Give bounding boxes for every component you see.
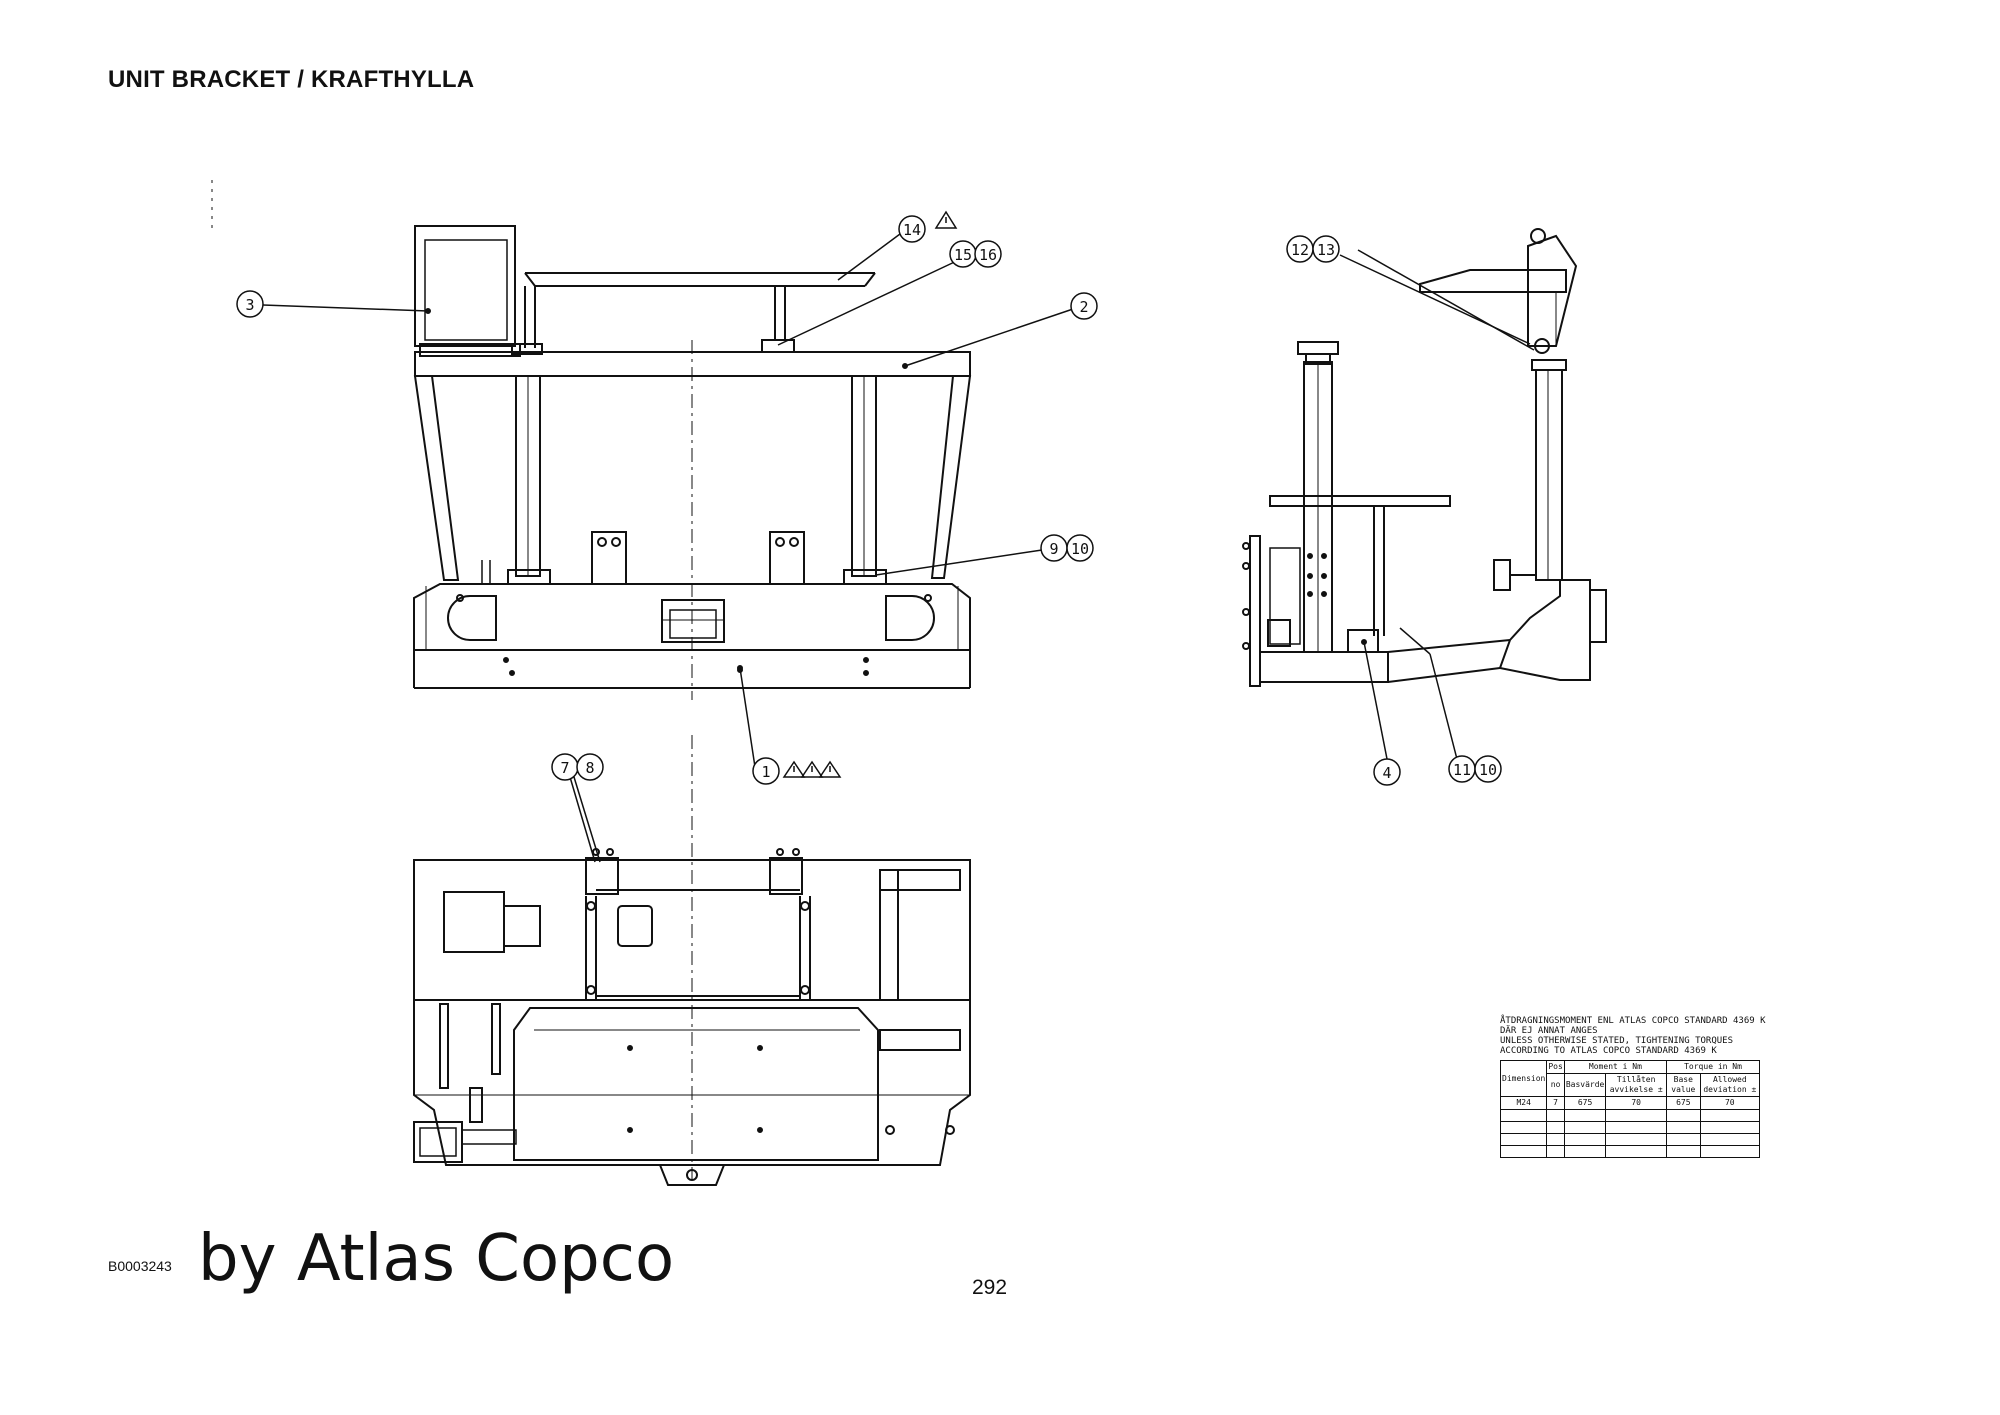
torque-note-sv-1: ÅTDRAGNINGSMOMENT ENL ATLAS COPCO STANDA… (1500, 1016, 1766, 1026)
torque-note-en-2: ACCORDING TO ATLAS COPCO STANDARD 4369 K (1500, 1046, 1717, 1056)
table-cell: 7 (1546, 1096, 1565, 1110)
callout-14: 14 (903, 221, 921, 239)
callout-12: 12 (1291, 241, 1309, 259)
header-dimension: Dimension (1499, 1060, 1548, 1097)
torque-note-en-1: UNLESS OTHERWISE STATED, TIGHTENING TORQ… (1500, 1036, 1733, 1046)
callout-11: 11 (1453, 761, 1471, 779)
callout-3: 3 (245, 296, 254, 314)
page-number: 292 (972, 1276, 1008, 1299)
callout-10-front: 10 (1071, 540, 1089, 558)
document-number: B0003243 (108, 1258, 172, 1274)
table-cell: 70 (1699, 1096, 1761, 1110)
table-cell: 70 (1605, 1096, 1668, 1110)
table-cell: 675 (1563, 1096, 1607, 1110)
warning-triangle-icon (818, 760, 842, 778)
table-row: M24 7 675 70 675 70 (1499, 1096, 1761, 1110)
torque-note-sv-2: DÄR EJ ANNAT ANGES (1500, 1026, 1598, 1036)
header-base-value: Base value (1666, 1073, 1701, 1097)
callout-15: 15 (954, 246, 972, 264)
warning-triangle-icon (782, 760, 806, 778)
warning-triangle-icon (800, 760, 824, 778)
callout-16: 16 (979, 246, 997, 264)
torque-table: Dimension Pos Moment i Nm Torque in Nm n… (1499, 1060, 1761, 1158)
table-cell: M24 (1499, 1096, 1548, 1110)
callout-7: 7 (560, 759, 569, 777)
callout-13: 13 (1317, 241, 1335, 259)
table-row (1499, 1145, 1761, 1158)
header-moment: Moment i Nm (1563, 1060, 1668, 1074)
callout-8: 8 (585, 759, 594, 777)
brand-text: by Atlas Copco (198, 1222, 675, 1296)
table-row (1499, 1121, 1761, 1134)
torque-specification: ÅTDRAGNINGSMOMENT ENL ATLAS COPCO STANDA… (1499, 1016, 1766, 1158)
callout-2: 2 (1079, 298, 1088, 316)
header-pos-no: no (1546, 1073, 1565, 1097)
callout-10-side: 10 (1479, 761, 1497, 779)
callout-1: 1 (761, 763, 770, 781)
callout-9: 9 (1049, 540, 1058, 558)
table-row (1499, 1133, 1761, 1146)
header-torque: Torque in Nm (1666, 1060, 1760, 1074)
header-allowed-deviation: Allowed deviation ± (1699, 1073, 1761, 1097)
page-title: UNIT BRACKET / KRAFTHYLLA (108, 66, 475, 93)
table-row (1499, 1109, 1761, 1122)
warning-triangle-icon (934, 210, 958, 229)
header-basvarde: Basvärde (1563, 1073, 1607, 1097)
table-cell: 675 (1666, 1096, 1701, 1110)
header-tillaten: Tillåten avvikelse ± (1605, 1073, 1668, 1097)
header-pos: Pos (1546, 1060, 1565, 1074)
callout-4: 4 (1382, 764, 1391, 782)
